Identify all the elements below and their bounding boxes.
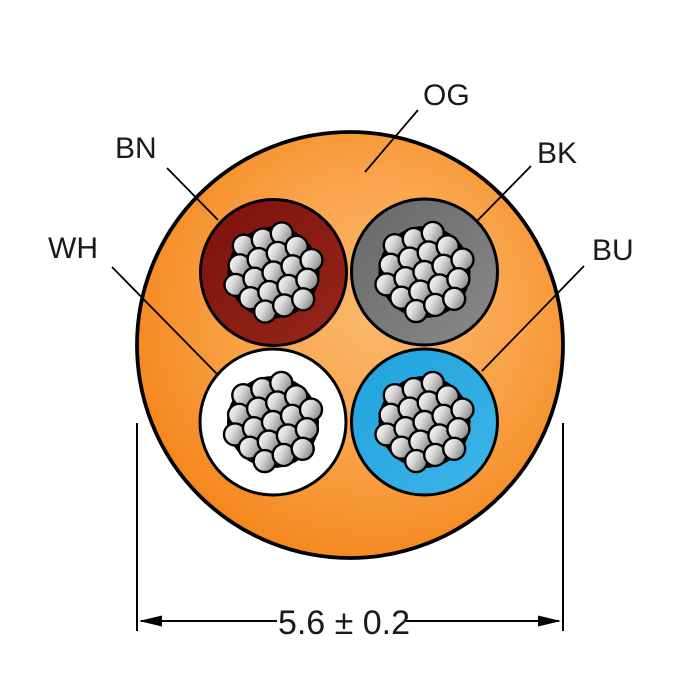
jacket-circle bbox=[135, 130, 565, 560]
dimension-arrow-right-icon bbox=[538, 615, 561, 627]
label-bk: BK bbox=[537, 137, 577, 170]
wire-strand bbox=[450, 247, 475, 272]
leader-line-wh bbox=[111, 266, 219, 376]
wire-strand bbox=[299, 247, 324, 273]
conductor-wh bbox=[198, 347, 348, 497]
wire-strand bbox=[442, 286, 467, 311]
wire-strand bbox=[294, 417, 320, 442]
wire-strand bbox=[290, 436, 315, 461]
wire-strand bbox=[442, 436, 467, 461]
leader-line-bn bbox=[166, 167, 219, 221]
conductor-bk-strands bbox=[374, 220, 475, 324]
label-bu: BU bbox=[592, 234, 634, 267]
dimension-arrow-left-icon bbox=[139, 615, 162, 627]
wire-strand bbox=[295, 267, 320, 292]
conductor-bu bbox=[350, 347, 499, 497]
conductor-bk bbox=[350, 197, 499, 347]
wire-strand bbox=[298, 397, 324, 422]
label-wh: WH bbox=[48, 232, 98, 265]
leader-line-og bbox=[364, 109, 419, 173]
leader-line-bk bbox=[477, 165, 532, 221]
wire-strand bbox=[446, 267, 471, 292]
wire-strand bbox=[446, 417, 471, 442]
conductor-bu-strands bbox=[374, 370, 475, 474]
label-bn: BN bbox=[115, 132, 157, 165]
conductor-wh-strands bbox=[222, 370, 324, 474]
wire-strand bbox=[450, 397, 475, 422]
conductor-bn bbox=[199, 198, 348, 347]
leader-line-bu bbox=[481, 265, 585, 372]
wire-strand bbox=[291, 287, 316, 312]
label-og: OG bbox=[423, 79, 470, 112]
dimension-text: 5.6 ± 0.2 bbox=[278, 604, 410, 642]
conductor-bn-strands bbox=[223, 221, 324, 324]
